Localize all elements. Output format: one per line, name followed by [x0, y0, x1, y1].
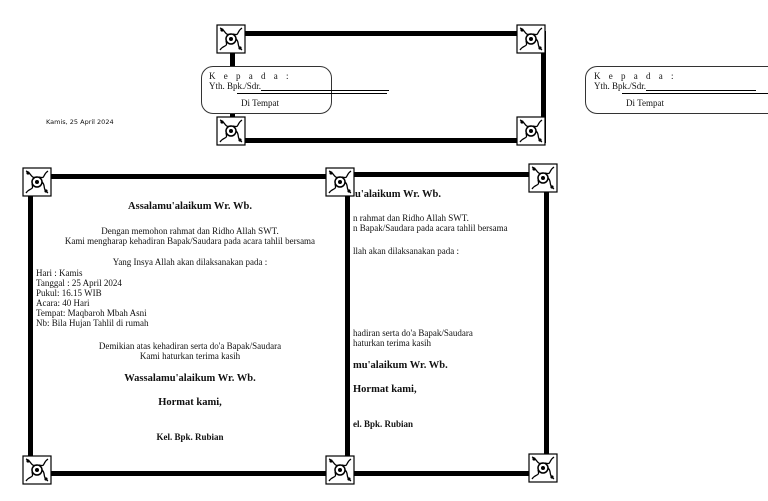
ornament-corner-icon: [528, 453, 558, 483]
back-hormat: Hormat kami,: [353, 384, 417, 395]
back-wassalam: mu'alaikum Wr. Wb.: [353, 360, 448, 371]
greeting-heading: Assalamu'alaikum Wr. Wb.: [128, 201, 252, 212]
ornament-corner-icon: [528, 163, 558, 193]
recipient-label: Yth. Bpk./Sdr.: [209, 81, 262, 91]
detail-pukul: Pukul: 16.15 WIB: [36, 288, 102, 298]
address-label-right: K e p a d a : Yth. Bpk./Sdr. Di Tempat: [585, 66, 768, 114]
sender-name: Kel. Bpk. Rubian: [156, 432, 224, 442]
back-greeting: u'alaikum Wr. Wb.: [355, 189, 441, 200]
closing-line2: Kami haturkan terima kasih: [139, 351, 241, 361]
date-text: Kamis, 25 April 2024: [46, 118, 114, 126]
detail-acara: Acara: 40 Hari: [36, 298, 90, 308]
detail-tempat: Tempat: Maqbaroh Mbah Asni: [36, 308, 147, 318]
front-card: [26, 172, 350, 478]
ornament-corner-icon: [516, 24, 546, 54]
closing-line1: Demikian atas kehadiran serta do'a Bapak…: [98, 341, 282, 351]
kepada-label: K e p a d a :: [209, 71, 292, 81]
di-tempat-label: Di Tempat: [626, 98, 664, 108]
detail-nb: Nb: Bila Hujan Tahlil di rumah: [36, 318, 149, 328]
back-intro1: n rahmat dan Ridho Allah SWT.: [353, 213, 469, 223]
di-tempat-label: Di Tempat: [241, 98, 279, 108]
wassalam-heading: Wassalamu'alaikum Wr. Wb.: [124, 373, 256, 384]
back-card-frame: [338, 172, 549, 476]
back-intro2: n Bapak/Saudara pada acara tahlil bersam…: [353, 223, 508, 233]
ornament-corner-icon: [22, 455, 52, 485]
intro-line2: Kami mengharap kehadiran Bapak/Saudara p…: [64, 236, 316, 246]
ornament-corner-icon: [22, 167, 52, 197]
detail-tanggal: Tanggal : 25 April 2024: [36, 278, 122, 288]
kepada-label: K e p a d a :: [594, 71, 677, 81]
front-card-frame: [28, 174, 350, 476]
ornament-corner-icon: [325, 167, 355, 197]
recipient-line: [646, 90, 757, 91]
back-insya: llah akan dilaksanakan pada :: [353, 246, 459, 256]
recipient-label: Yth. Bpk./Sdr.: [594, 81, 647, 91]
ornament-corner-icon: [516, 116, 546, 146]
ornament-corner-icon: [325, 455, 355, 485]
ornament-corner-icon: [216, 116, 246, 146]
detail-hari: Hari : Kamis: [36, 268, 83, 278]
address-label: K e p a d a : Yth. Bpk./Sdr. Di Tempat: [201, 66, 390, 114]
ornament-corner-icon: [216, 24, 246, 54]
recipient-line: [261, 90, 390, 91]
back-closing2: haturkan terima kasih: [353, 338, 431, 348]
back-closing1: hadiran serta do'a Bapak/Saudara: [353, 328, 473, 338]
back-sender: el. Bpk. Rubian: [353, 419, 414, 429]
insya-line: Yang Insya Allah akan dilaksanakan pada …: [112, 257, 268, 267]
hormat-heading: Hormat kami,: [158, 397, 222, 408]
intro-line1: Dengan memohon rahmat dan Ridho Allah SW…: [101, 226, 279, 236]
